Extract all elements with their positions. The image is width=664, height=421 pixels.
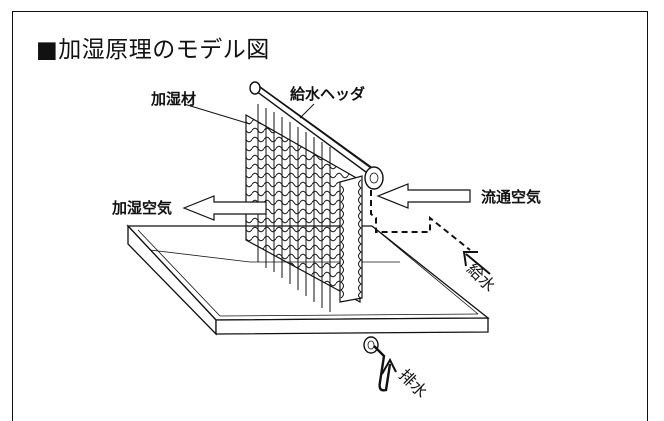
label-water-supply: 給水 xyxy=(463,259,499,295)
pad-leader-line xyxy=(183,103,251,125)
drain-pipe xyxy=(373,345,392,392)
water-flow-arrows xyxy=(257,104,331,312)
header-leader-line xyxy=(299,103,315,119)
label-water-supply-header: 給水ヘッダ xyxy=(290,85,365,103)
label-humidified-air: 加湿空気 xyxy=(111,199,172,217)
label-circulating-air: 流通空気 xyxy=(481,188,541,206)
humidified-air-arrow xyxy=(182,195,267,221)
circulating-air-arrow xyxy=(376,183,471,209)
label-drainage: 排水 xyxy=(395,365,431,401)
supply-arrow xyxy=(462,251,491,275)
figure-title: ■加湿原理のモデル図 xyxy=(36,37,270,63)
drain-outlet xyxy=(363,336,379,354)
label-humidifying-material: 加湿材 xyxy=(150,90,196,108)
supply-pipe-dashed xyxy=(370,190,471,251)
figure-frame xyxy=(12,11,648,421)
water-supply-header xyxy=(249,81,384,190)
drain-arrow-head xyxy=(381,357,397,375)
